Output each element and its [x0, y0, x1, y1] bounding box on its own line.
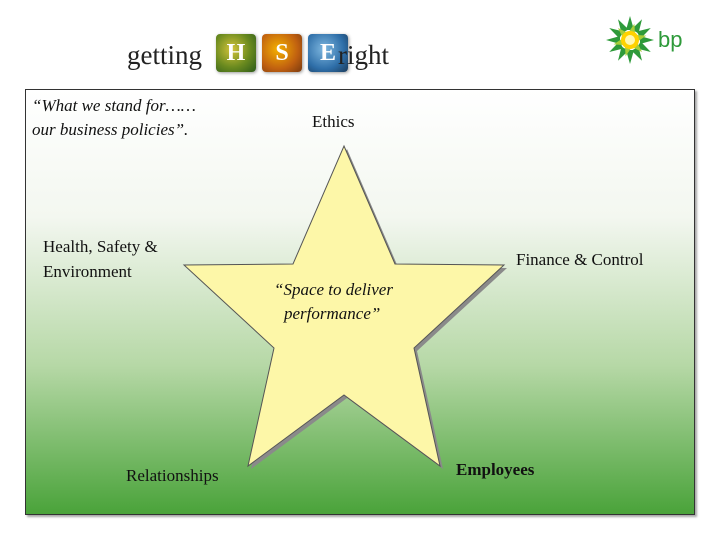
finance-control-label: Finance & Control — [516, 250, 644, 269]
helios-sun-icon — [606, 16, 654, 64]
star-shape — [182, 144, 507, 469]
center-text-line-2: performance” — [284, 304, 381, 323]
relationships-label: Relationships — [126, 466, 219, 485]
hse-e-badge: E — [308, 34, 348, 72]
title-getting: getting — [127, 40, 202, 70]
hse-label-line-2: Environment — [43, 262, 132, 281]
ethics-label: Ethics — [312, 112, 355, 131]
hse-s-badge: S — [262, 34, 302, 72]
policy-panel: “What we stand for…… our business polici… — [25, 89, 695, 515]
bp-wordmark: bp — [658, 27, 682, 52]
hse-label-line-1: Health, Safety & — [43, 237, 158, 256]
star-body — [182, 144, 506, 468]
employees-label: Employees — [456, 460, 535, 479]
bp-logo: bp — [606, 16, 682, 64]
title-right: right — [338, 40, 389, 70]
center-text-line-1: “Space to deliver — [274, 280, 393, 299]
intro-line-2: our business policies”. — [32, 120, 189, 139]
hse-h-badge: H — [216, 34, 256, 72]
intro-line-1: “What we stand for…… — [32, 96, 196, 115]
